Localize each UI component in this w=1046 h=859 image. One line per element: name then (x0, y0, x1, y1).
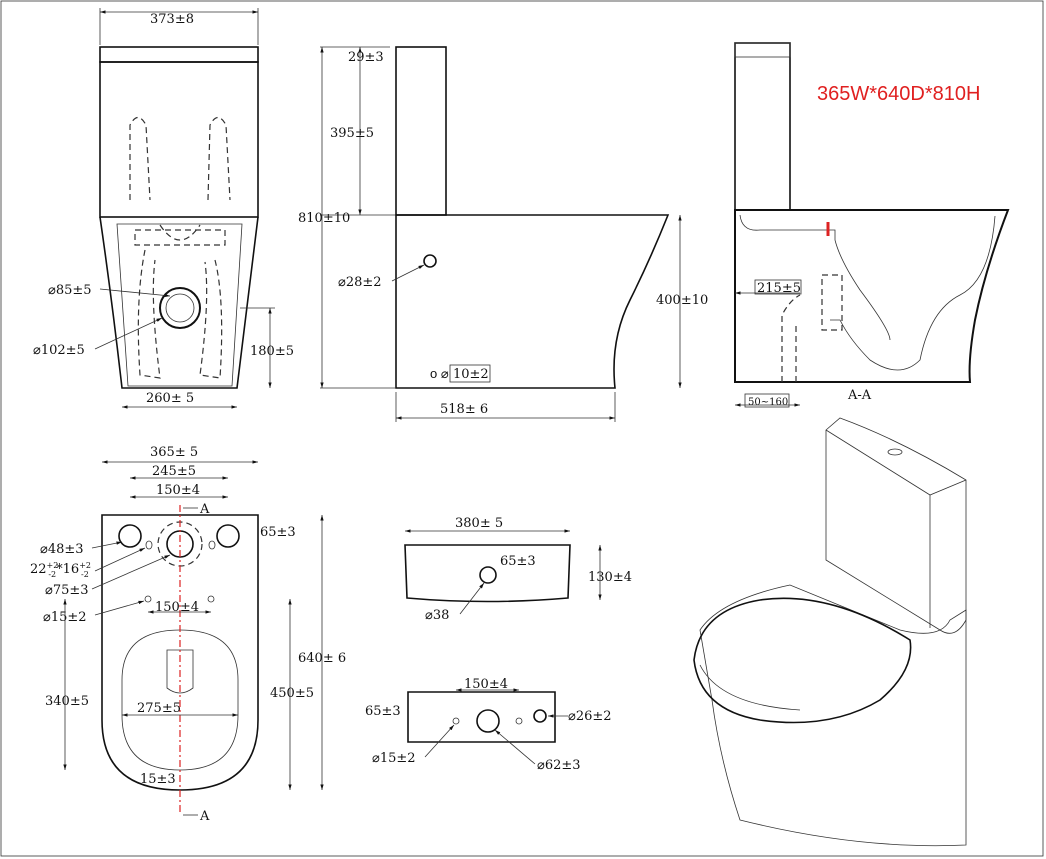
side-view: 29±3 395±5 810±10 ⌀28±2 400±10 o ⌀ 10±2 … (298, 46, 708, 422)
dim-outlet-height: 180±5 (250, 344, 294, 359)
dim-offset-range: 50~160 (748, 397, 788, 408)
dim-fix-hole: 10±2 (453, 367, 489, 382)
dim-seat-depth: 340±5 (45, 694, 89, 709)
dim-cistern-hole: ⌀38 (425, 608, 449, 623)
section-label: A-A (847, 388, 872, 403)
dim-cistern-hole-offset: 65±3 (500, 554, 536, 569)
dim-cistern-hole-15: ⌀15±2 (372, 751, 416, 766)
section-view: 365W*640D*810H 215±5 50~160 A-A (734, 42, 1010, 408)
dim-cistern-span: 150±4 (464, 677, 508, 692)
dim-outlet-outer: ⌀102±5 (33, 343, 85, 358)
dim-hole-offset: 65±3 (260, 525, 296, 540)
overall-dimensions-title: 365W*640D*810H (817, 83, 980, 105)
dim-outlet-inner: ⌀85±5 (48, 283, 92, 298)
dim-base-width: 260± 5 (146, 391, 194, 406)
dim-center-span: 150±4 (156, 483, 200, 498)
dim-holes-span: 245±5 (152, 464, 196, 479)
dim-tank-height: 395±5 (330, 126, 374, 141)
dim-cistern-hole-26: ⌀26±2 (568, 709, 612, 724)
dim-lid-gap: 29±3 (348, 50, 384, 65)
dim-rim-gap: 15±3 (140, 772, 176, 787)
dim-top-width: 365± 5 (150, 445, 198, 460)
dim-depth: 640± 6 (298, 651, 346, 666)
toilet-3d-render (693, 417, 967, 847)
cistern-bottom-view: 150±4 65±3 ⌀26±2 ⌀15±2 ⌀62±3 (365, 677, 612, 773)
front-view: 373±8 ⌀85±5 ⌀102±5 180±5 260± 5 (33, 8, 294, 409)
dim-bowl-height: 400±10 (656, 293, 708, 308)
dim-inlet: ⌀28±2 (338, 275, 382, 290)
dim-fix-depth: 450±5 (270, 686, 314, 701)
dim-hole-75: ⌀75±3 (45, 583, 89, 598)
dim-cistern-height: 130±4 (588, 570, 632, 585)
dim-hole-48: ⌀48±3 (40, 542, 84, 557)
dim-section-outlet-height: 215±5 (757, 281, 801, 296)
cistern-top-view: 380± 5 65±3 130±4 ⌀38 (404, 516, 632, 623)
dim-length: 518± 6 (440, 402, 488, 417)
dim-cistern-offset: 65±3 (365, 704, 401, 719)
section-mark-top: A (199, 502, 210, 517)
dim-top-width: 373±8 (150, 12, 194, 27)
section-mark-bottom: A (199, 809, 210, 824)
dim-cistern-width: 380± 5 (455, 516, 503, 531)
dim-slot: 22+2-2*16+2-2 (30, 561, 91, 579)
dim-cistern-hole-62: ⌀62±3 (537, 758, 581, 773)
dim-fix-span: 150±4 (155, 600, 199, 615)
dim-seat-width: 275±5 (137, 701, 181, 716)
top-view: 365± 5 245±5 150±4 A 65±3 ⌀48±3 22+2-2*1… (30, 445, 346, 824)
fix-hole-prefix: o ⌀ (430, 366, 449, 381)
dim-total-height: 810±10 (298, 211, 350, 226)
